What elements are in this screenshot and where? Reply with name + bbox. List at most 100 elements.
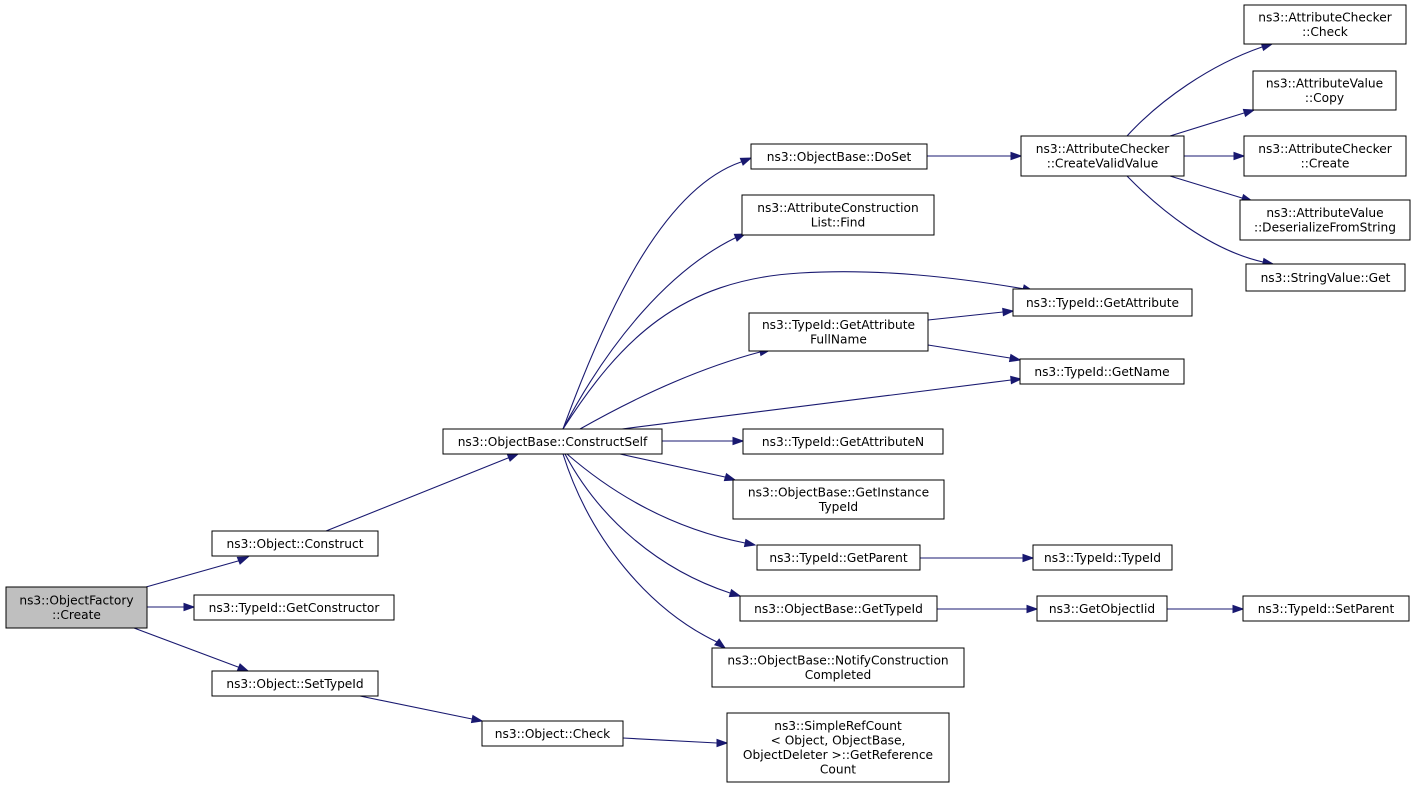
node-label-line: ns3::TypeId::TypeId: [1044, 551, 1161, 565]
node-label-line: < Object, ObjectBase,: [771, 734, 906, 748]
arrowhead-icon: [1242, 108, 1256, 118]
edge-obGetTypeId-to-getObjectIid: [937, 604, 1039, 614]
call-graph-nodes: ns3::ObjectFactory::Createns3::Object::C…: [5, 4, 1411, 783]
node-avDeserialize[interactable]: ns3::AttributeValue::DeserializeFromStri…: [1239, 199, 1411, 241]
node-box: [481, 720, 624, 747]
arrowhead-icon: [506, 453, 520, 462]
node-getName[interactable]: ns3::TypeId::GetName: [1019, 358, 1185, 385]
node-notifyConstructionCompleted[interactable]: ns3::ObjectBase::NotifyConstructionCompl…: [711, 647, 965, 688]
node-label-line: ns3::TypeId::GetParent: [769, 551, 908, 565]
node-box: [1036, 595, 1168, 622]
node-label-line: ns3::AttributeConstruction: [757, 201, 918, 215]
edge-create-to-getConstructor: [146, 602, 196, 612]
node-label-line: ns3::ObjectBase::NotifyConstruction: [727, 654, 948, 668]
call-graph-edges: [133, 42, 1275, 748]
node-doSet[interactable]: ns3::ObjectBase::DoSet: [750, 143, 928, 170]
arrowhead-icon: [723, 472, 737, 482]
node-label-line: ns3::Object::Construct: [227, 537, 364, 551]
edge-constructSelf-to-getAttributeN: [662, 436, 745, 446]
node-box: [1243, 135, 1407, 177]
arrowhead-icon: [733, 233, 747, 242]
node-box: [193, 594, 395, 621]
arrowhead-icon: [1008, 353, 1022, 363]
node-box: [1019, 358, 1185, 385]
node-box: [1239, 199, 1411, 241]
node-construct[interactable]: ns3::Object::Construct: [211, 530, 379, 557]
node-getRefCount[interactable]: ns3::SimpleRefCount< Object, ObjectBase,…: [726, 712, 950, 783]
node-label-line: ns3::AttributeValue: [1266, 77, 1383, 91]
arrowhead-icon: [236, 556, 250, 565]
node-getAttributeN[interactable]: ns3::TypeId::GetAttributeN: [742, 428, 944, 455]
arrowhead-icon: [1010, 151, 1023, 161]
edge-getAttrFullName-to-getAttribute: [927, 307, 1015, 321]
arrowhead-icon: [236, 663, 250, 672]
node-obGetTypeId[interactable]: ns3::ObjectBase::GetTypeId: [739, 595, 938, 622]
node-label-line: ns3::ObjectBase::ConstructSelf: [458, 435, 648, 449]
node-label-line: ns3::StringValue::Get: [1261, 271, 1391, 285]
edge-construct-to-constructSelf: [325, 453, 520, 532]
node-label-line: ns3::Object::SetTypeId: [226, 677, 363, 691]
node-getParent[interactable]: ns3::TypeId::GetParent: [756, 544, 921, 571]
edge-constructSelf-to-getAttrFullName: [579, 347, 772, 430]
node-getConstructor[interactable]: ns3::TypeId::GetConstructor: [193, 594, 395, 621]
node-avCopy[interactable]: ns3::AttributeValue::Copy: [1252, 70, 1397, 111]
edge-constructSelf-to-doSet: [562, 157, 753, 430]
node-svGet[interactable]: ns3::StringValue::Get: [1245, 263, 1406, 292]
arrowhead-icon: [1022, 553, 1035, 563]
node-label-line: ns3::TypeId::GetAttributeN: [762, 435, 924, 449]
node-box: [1020, 135, 1185, 177]
node-box: [1242, 595, 1410, 622]
node-box: [711, 647, 965, 688]
node-label-line: ::DeserializeFromString: [1254, 221, 1396, 235]
edge-getParent-to-typeIdCtor: [920, 553, 1035, 563]
edge-constructSelf-to-getParent: [566, 453, 757, 548]
node-label-line: ::Create: [1301, 157, 1350, 171]
node-label-line: Completed: [805, 668, 871, 682]
node-label-line: FullName: [810, 333, 867, 347]
node-acCreate[interactable]: ns3::AttributeChecker::Create: [1243, 135, 1407, 177]
node-box: [748, 312, 929, 352]
node-label-line: ObjectDeleter >::GetReference: [743, 748, 933, 762]
node-acCheck[interactable]: ns3::AttributeChecker::Check: [1243, 4, 1407, 45]
node-createValidValue[interactable]: ns3::AttributeChecker::CreateValidValue: [1020, 135, 1185, 177]
node-label-line: List::Find: [811, 216, 866, 230]
arrowhead-icon: [1233, 151, 1246, 161]
node-box: [742, 428, 944, 455]
node-create: ns3::ObjectFactory::Create: [5, 586, 148, 629]
node-label-line: ns3::AttributeChecker: [1036, 142, 1170, 156]
edge-create-to-construct: [145, 556, 250, 588]
node-check[interactable]: ns3::Object::Check: [481, 720, 624, 747]
node-box: [211, 670, 379, 697]
node-label-line: ::Check: [1302, 25, 1349, 39]
node-label-line: ns3::TypeId::GetName: [1034, 365, 1169, 379]
node-setParent[interactable]: ns3::TypeId::SetParent: [1242, 595, 1410, 622]
node-label-line: ns3::AttributeValue: [1266, 206, 1383, 220]
node-label-line: ns3::AttributeChecker: [1258, 142, 1392, 156]
node-typeIdCtor[interactable]: ns3::TypeId::TypeId: [1032, 544, 1173, 571]
node-label-line: ns3::ObjectBase::DoSet: [767, 150, 912, 164]
edge-doSet-to-createValidValue: [927, 151, 1023, 161]
node-box: [750, 143, 928, 170]
node-box: [1243, 4, 1407, 45]
edge-constructSelf-to-acFind: [562, 233, 747, 430]
edge-createValidValue-to-avCopy: [1169, 108, 1256, 137]
node-box: [726, 712, 950, 783]
node-box: [5, 586, 148, 629]
node-constructSelf[interactable]: ns3::ObjectBase::ConstructSelf: [442, 428, 663, 455]
edge-getAttrFullName-to-getName: [927, 344, 1022, 363]
arrowhead-icon: [714, 638, 727, 649]
arrowhead-icon: [1232, 604, 1245, 614]
node-box: [1012, 288, 1193, 317]
node-getAttribute[interactable]: ns3::TypeId::GetAttribute: [1012, 288, 1193, 317]
node-getObjectIid[interactable]: ns3::GetObjectIid: [1036, 595, 1168, 622]
node-label-line: ns3::ObjectFactory: [19, 594, 133, 608]
node-setTypeId[interactable]: ns3::Object::SetTypeId: [211, 670, 379, 697]
node-label-line: ns3::ObjectBase::GetTypeId: [754, 602, 923, 616]
edge-createValidValue-to-acCheck: [1126, 42, 1274, 137]
node-box: [1032, 544, 1173, 571]
node-box: [1252, 70, 1397, 111]
